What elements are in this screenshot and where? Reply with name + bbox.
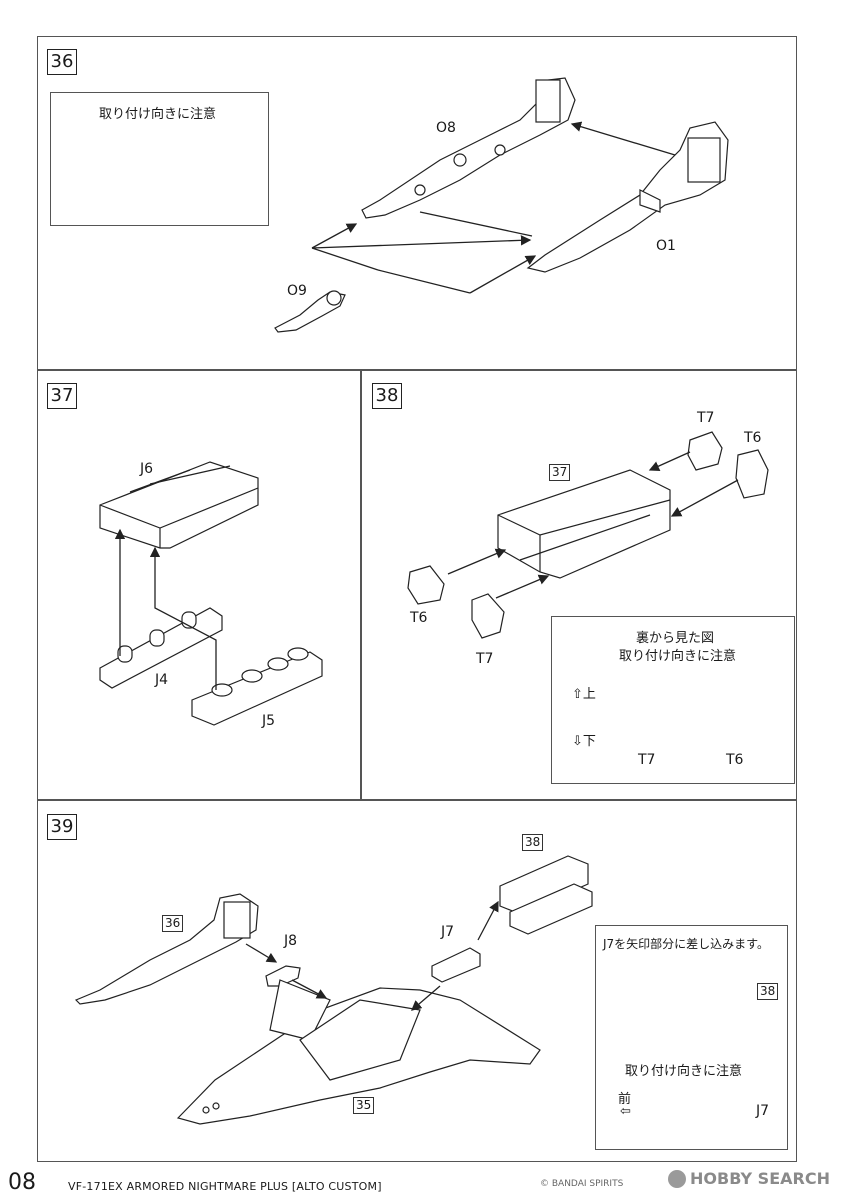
step39-front-label: 前 <box>618 1092 632 1107</box>
part-label-o9: O9 <box>287 283 307 299</box>
step-38-number: 38 <box>372 383 402 409</box>
step38-up-label: ⇧上 <box>572 687 596 702</box>
part-j6-drawing <box>99 461 259 549</box>
part-label-j4: J4 <box>155 672 169 688</box>
step38-note-line2: 取り付け向きに注意 <box>619 649 737 664</box>
part-t7-top-drawing <box>687 431 723 471</box>
part-label-o1: O1 <box>656 238 676 254</box>
step39-orientation-note: 取り付け向きに注意 <box>625 1064 743 1079</box>
part-label-o8: O8 <box>436 120 456 136</box>
step38-view-label-t6: T6 <box>726 752 744 768</box>
part-o1-drawing <box>526 121 729 273</box>
part-label-t7-bottom: T7 <box>476 651 494 667</box>
step38-down-label: ⇩下 <box>572 734 596 749</box>
step-37-number: 37 <box>47 383 77 409</box>
model-title: VF-171EX ARMORED NIGHTMARE PLUS [ALTO CU… <box>68 1180 382 1193</box>
step39-ref-38: 38 <box>522 834 544 851</box>
step36-orientation-note: 取り付け向きに注意 <box>99 107 217 122</box>
watermark: HOBBY SEARCH <box>690 1169 830 1188</box>
part-38-assembly-drawing <box>499 855 593 935</box>
part-j5-drawing <box>191 647 323 726</box>
part-label-j6: J6 <box>140 461 154 477</box>
watermark-logo-icon <box>668 1170 686 1188</box>
step38-ref-37: 37 <box>549 464 571 481</box>
step36-orientation-note-box <box>50 92 269 226</box>
part-label-t6-left: T6 <box>410 610 428 626</box>
divider-col <box>360 369 362 800</box>
part-label-j7: J7 <box>441 924 455 940</box>
divider-row1 <box>37 369 797 371</box>
step38-rear-view-note-box <box>551 616 795 784</box>
part-t6-right-drawing <box>735 449 769 499</box>
step39-note-box <box>595 925 788 1150</box>
step39-insert-note: J7を矢印部分に差し込みます。 <box>603 937 769 951</box>
divider-row2 <box>37 799 797 801</box>
part-label-j5: J5 <box>262 713 276 729</box>
step39-ref-35: 35 <box>353 1097 375 1114</box>
part-j7-drawing <box>431 947 481 983</box>
page-number: 08 <box>8 1170 36 1195</box>
part-o8-drawing <box>361 77 576 219</box>
step39-j7-label: J7 <box>756 1103 770 1119</box>
part-o9-drawing <box>274 290 346 333</box>
step-39-number: 39 <box>47 814 77 840</box>
step38-view-label-t7: T7 <box>638 752 656 768</box>
copyright: © BANDAI SPIRITS <box>540 1179 624 1189</box>
part-label-t7-top: T7 <box>697 410 715 426</box>
part-37-assembly-drawing <box>497 469 671 579</box>
part-t7-bottom-drawing <box>471 593 505 639</box>
step38-note-line1: 裏から見た図 <box>636 631 715 646</box>
step-36-number: 36 <box>47 49 77 75</box>
part-t6-left-drawing <box>407 565 445 605</box>
aircraft-35-drawing <box>176 979 541 1125</box>
panel-frame <box>37 36 797 1162</box>
step39-ref-36: 36 <box>162 915 184 932</box>
part-36-assembly-drawing <box>74 893 259 1005</box>
step39-front-arrow-icon: ⇦ <box>620 1104 631 1119</box>
step39-note-ref-38: 38 <box>757 983 779 1000</box>
part-j4-drawing <box>99 607 223 689</box>
part-label-j8: J8 <box>284 933 298 949</box>
part-label-t6-right: T6 <box>744 430 762 446</box>
part-j8-drawing <box>265 965 301 987</box>
